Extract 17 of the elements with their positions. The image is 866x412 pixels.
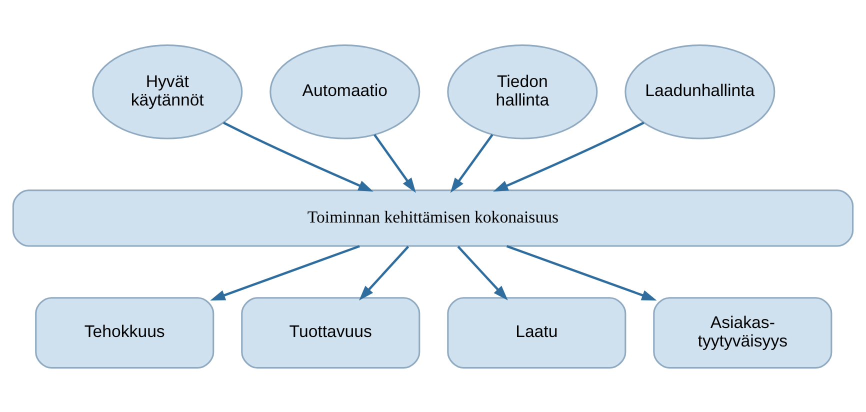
arrow [374,134,416,192]
arrow [450,134,494,192]
arrow [359,245,410,300]
arrow [493,121,644,192]
arrow [506,244,657,300]
node-ellipse: Hyvät käytännöt [92,44,243,139]
node-ellipse: Tiedon hallinta [447,44,598,139]
arrow [210,244,360,300]
arrow [457,245,508,300]
node-box: Asiakas- tyytyväisyys [653,296,832,368]
node-ellipse: Automaatio [270,44,420,139]
arrow [223,121,374,192]
node-ellipse: Laadunhallinta [624,44,776,139]
node-box: Laatu [447,296,626,368]
node-box: Toiminnan kehittämisen kokonaisuus [12,189,854,246]
node-box: Tuottavuus [241,296,420,368]
node-box: Tehokkuus [35,296,214,368]
